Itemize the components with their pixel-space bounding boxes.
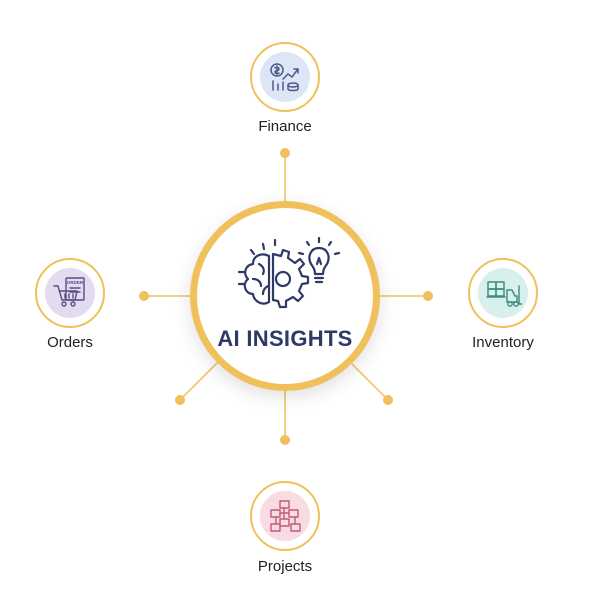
brain-gear-lightbulb-icon [237, 236, 341, 309]
hub-title: AI INSIGHTS [217, 326, 353, 351]
dot-lower-left [175, 395, 185, 405]
project-boxes-icon [270, 500, 301, 532]
orders-label: Orders [47, 334, 93, 351]
order-cart-icon: ORDER [53, 277, 85, 307]
connector-lower-left [179, 361, 219, 401]
orders-node[interactable]: ORDER [35, 258, 105, 328]
projects-node[interactable] [250, 481, 320, 551]
ai-insights-hub: AI INSIGHTS [190, 201, 380, 391]
dot-lower-right [383, 395, 393, 405]
dot-orders [139, 291, 149, 301]
orders-icon-bg: ORDER [45, 268, 95, 318]
connector-lower-right [351, 363, 389, 401]
projects-icon-bg [260, 491, 310, 541]
finance-icon-bg [260, 52, 310, 102]
dot-inventory [423, 291, 433, 301]
dot-projects [280, 435, 290, 445]
finance-node[interactable] [250, 42, 320, 112]
inventory-icon-bg [478, 268, 528, 318]
forklift-icon [486, 281, 522, 307]
inventory-node[interactable] [468, 258, 538, 328]
finance-chart-icon [270, 63, 299, 92]
finance-label: Finance [258, 118, 312, 135]
order-badge-text: ORDER [67, 280, 84, 285]
dot-finance [280, 148, 290, 158]
inventory-label: Inventory [472, 334, 534, 351]
projects-label: Projects [257, 558, 313, 575]
